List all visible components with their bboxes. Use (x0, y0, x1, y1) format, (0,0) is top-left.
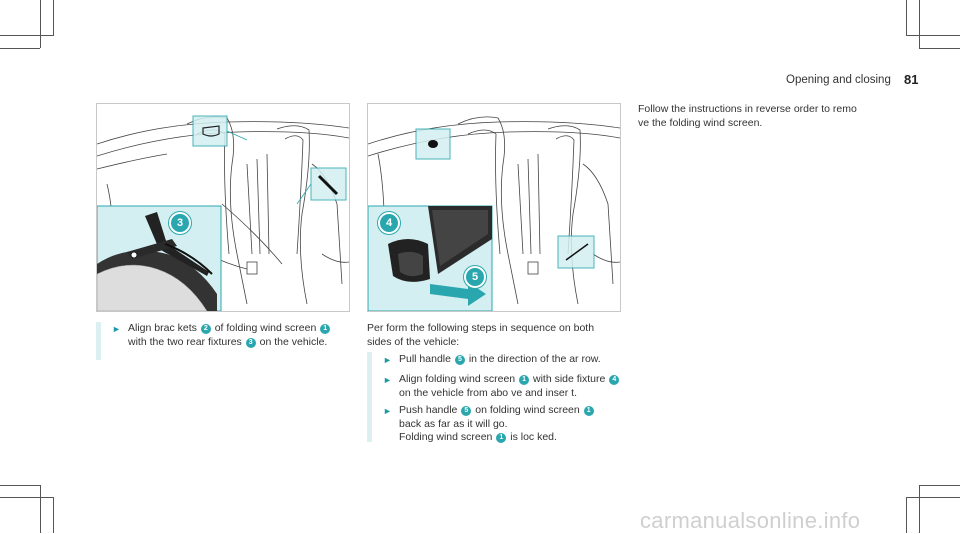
crop-mark (0, 48, 40, 49)
callout-3: 3 (169, 212, 191, 234)
figure-rear-fixtures: 3 (96, 103, 350, 312)
step-arrow-icon: ► (383, 406, 392, 416)
crop-mark (0, 35, 53, 36)
crop-mark (40, 485, 41, 533)
seat-illustration-handle (368, 116, 620, 311)
crop-mark (906, 0, 907, 36)
step-arrow-icon: ► (383, 375, 392, 385)
crop-mark (906, 497, 907, 533)
callout-number: 5 (461, 406, 472, 416)
figure-side-fixture: 4 5 (367, 103, 621, 312)
callout-number: 2 (200, 324, 211, 334)
instruction-step: Push handle 5 on folding wind screen 1 b… (399, 404, 621, 445)
callout-number: 3 (245, 337, 256, 348)
section-title: Opening and closing (786, 74, 891, 86)
callout-number: 1 (583, 406, 594, 416)
crop-mark (53, 497, 54, 533)
watermark: carmanualsonline.info (640, 508, 861, 533)
crop-mark (0, 497, 53, 498)
page-number: 81 (904, 72, 919, 87)
step-bar (367, 352, 372, 442)
callout-number: 1 (496, 433, 507, 443)
crop-mark (0, 485, 40, 486)
callout-4: 4 (378, 212, 400, 234)
instruction-step: Pull handle 5 in the direction of the ar… (399, 353, 601, 365)
callout-number: 1 (519, 375, 530, 385)
seat-illustration (97, 115, 349, 311)
step-arrow-icon: ► (112, 324, 121, 334)
intro-paragraph: Per form the following steps in sequence… (367, 322, 595, 348)
instruction-step: Align brac kets 2 of folding wind screen… (128, 322, 348, 349)
crop-mark (919, 485, 960, 486)
callout-number: 4 (609, 375, 620, 385)
crop-mark (906, 497, 960, 498)
crop-mark (906, 35, 960, 36)
crop-mark (919, 485, 920, 533)
step-bar (96, 322, 101, 360)
crop-mark (919, 48, 960, 49)
crop-mark (53, 0, 54, 36)
instruction-step: Align folding wind screen 1 with side fi… (399, 373, 621, 400)
step-arrow-icon: ► (383, 355, 392, 365)
callout-5: 5 (464, 266, 486, 288)
crop-mark (919, 0, 920, 48)
callout-number: 1 (320, 324, 331, 334)
closing-paragraph: Follow the instructions in reverse order… (638, 103, 857, 129)
callout-number: 5 (454, 355, 465, 365)
crop-mark (40, 0, 41, 48)
